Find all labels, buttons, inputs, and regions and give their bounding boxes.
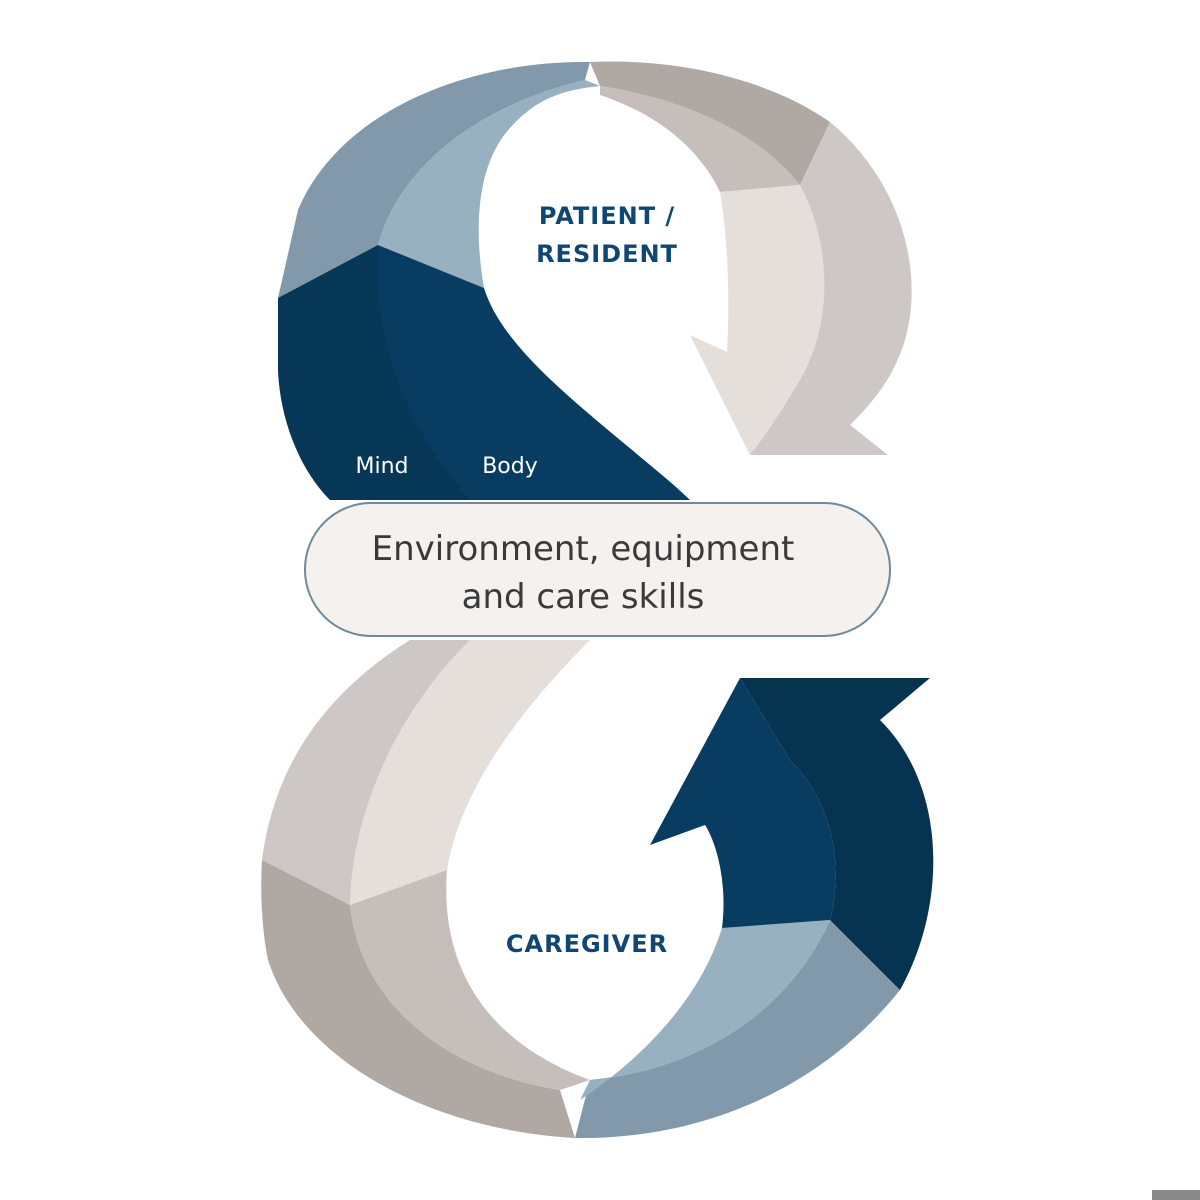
- lower-loop-slate-outer-segment: [575, 920, 900, 1139]
- caregiver-label: CAREGIVER: [506, 930, 668, 958]
- upper-loop-slate-outer-segment: [278, 61, 590, 299]
- lower-loop-taupe-inner-segment: [350, 870, 590, 1090]
- lower-loop-taupe-outer-segment: [261, 860, 575, 1138]
- upper-loop-taupe-outer-segment: [590, 61, 830, 186]
- upper-loop-arrow-head: [690, 185, 825, 455]
- patient-label-line1: PATIENT /: [539, 202, 675, 230]
- lower-loop-grey-outer-segment: [262, 640, 470, 905]
- center-label-line2: and care skills: [462, 577, 705, 617]
- center-pill: [304, 502, 891, 637]
- body-label: Body: [482, 454, 538, 479]
- center-label-line1: Environment, equipment: [372, 529, 795, 569]
- upper-loop-slate-inner-segment: [378, 80, 600, 288]
- corner-bar: [1152, 1190, 1200, 1200]
- patient-label-line2: RESIDENT: [536, 240, 678, 268]
- mind-label: Mind: [355, 454, 408, 479]
- upper-loop-taupe-inner-segment: [600, 86, 800, 192]
- lower-loop-beige-inner-segment: [350, 640, 590, 905]
- upper-loop-navy-shade: [278, 245, 470, 500]
- lower-loop-slate-inner-segment: [580, 920, 830, 1100]
- lower-loop-arrow-head: [650, 678, 836, 928]
- lower-loop-navy-outer-segment: [740, 678, 934, 990]
